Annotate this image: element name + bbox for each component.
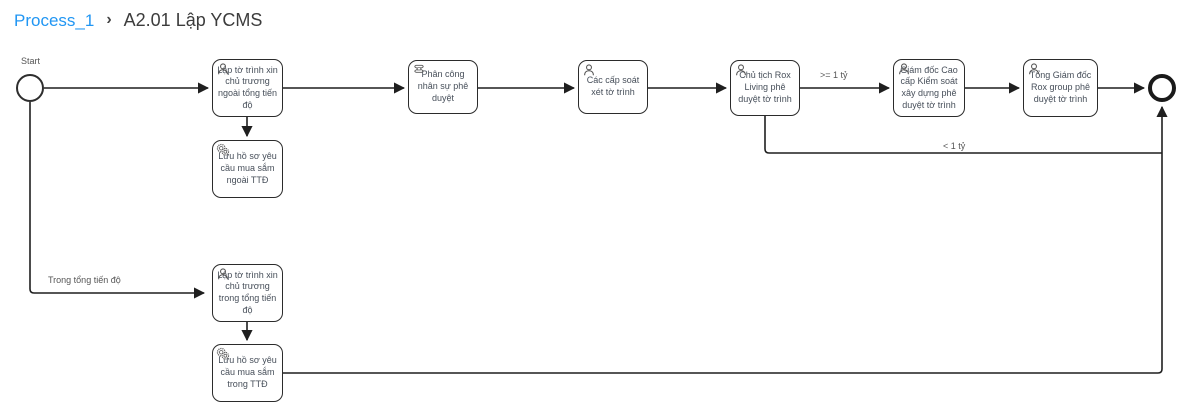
breadcrumb-process-link[interactable]: Process_1 xyxy=(14,10,95,30)
task-label: Các cấp soát xét tờ trình xyxy=(586,75,640,97)
task-phan-cong-nhan-su[interactable]: Phân công nhân sự phê duyệt xyxy=(408,60,478,114)
breadcrumb: Process_1 › A2.01 Lập YCMS xyxy=(14,10,262,31)
task-chu-tich-rox-living[interactable]: Chủ tịch Rox Living phê duyệt tờ trình xyxy=(730,60,800,116)
task-luu-ho-so-trong-ttd[interactable]: Lưu hồ sơ yêu cầu mua sắm trong TTĐ xyxy=(212,344,283,402)
breadcrumb-separator-icon: › xyxy=(106,10,112,28)
task-lap-to-trinh-ngoai[interactable]: Lập tờ trình xin chủ trương ngoài tổng t… xyxy=(212,59,283,117)
task-label: Tổng Giám đốc Rox group phê duyệt tờ trì… xyxy=(1029,70,1092,104)
edge-label-ge-1ty: >= 1 tỷ xyxy=(820,70,848,80)
edge-label-trong-tong-tien-do: Trong tổng tiến độ xyxy=(48,275,121,285)
task-label: Lập tờ trình xin chủ trương ngoài tổng t… xyxy=(217,64,278,110)
start-event-label: Start xyxy=(21,56,41,66)
task-lap-to-trinh-trong[interactable]: Lập tờ trình xin chủ trương trong tổng t… xyxy=(212,264,283,322)
task-tong-giam-doc-rox-group[interactable]: Tổng Giám đốc Rox group phê duyệt tờ trì… xyxy=(1023,59,1098,117)
task-giam-doc-cao-cap[interactable]: Giám đốc Cao cấp Kiểm soát xây dựng phê … xyxy=(893,59,965,117)
task-label: Lưu hồ sơ yêu cầu mua sắm ngoài TTĐ xyxy=(218,151,277,185)
edge-label-lt-1ty: < 1 tỷ xyxy=(943,141,966,151)
task-label: Chủ tịch Rox Living phê duyệt tờ trình xyxy=(738,70,792,104)
task-label: Lưu hồ sơ yêu cầu mua sắm trong TTĐ xyxy=(218,355,277,389)
breadcrumb-current-title: A2.01 Lập YCMS xyxy=(123,10,263,30)
task-label: Lập tờ trình xin chủ trương trong tổng t… xyxy=(217,269,278,315)
task-luu-ho-so-ngoai-ttd[interactable]: Lưu hồ sơ yêu cầu mua sắm ngoài TTĐ xyxy=(212,140,283,198)
task-label: Phân công nhân sự phê duyệt xyxy=(417,69,469,103)
task-cac-cap-soat-xet[interactable]: Các cấp soát xét tờ trình xyxy=(578,60,648,114)
task-label: Giám đốc Cao cấp Kiểm soát xây dựng phê … xyxy=(900,64,958,110)
end-event[interactable] xyxy=(1148,74,1176,102)
start-event[interactable] xyxy=(16,74,44,102)
